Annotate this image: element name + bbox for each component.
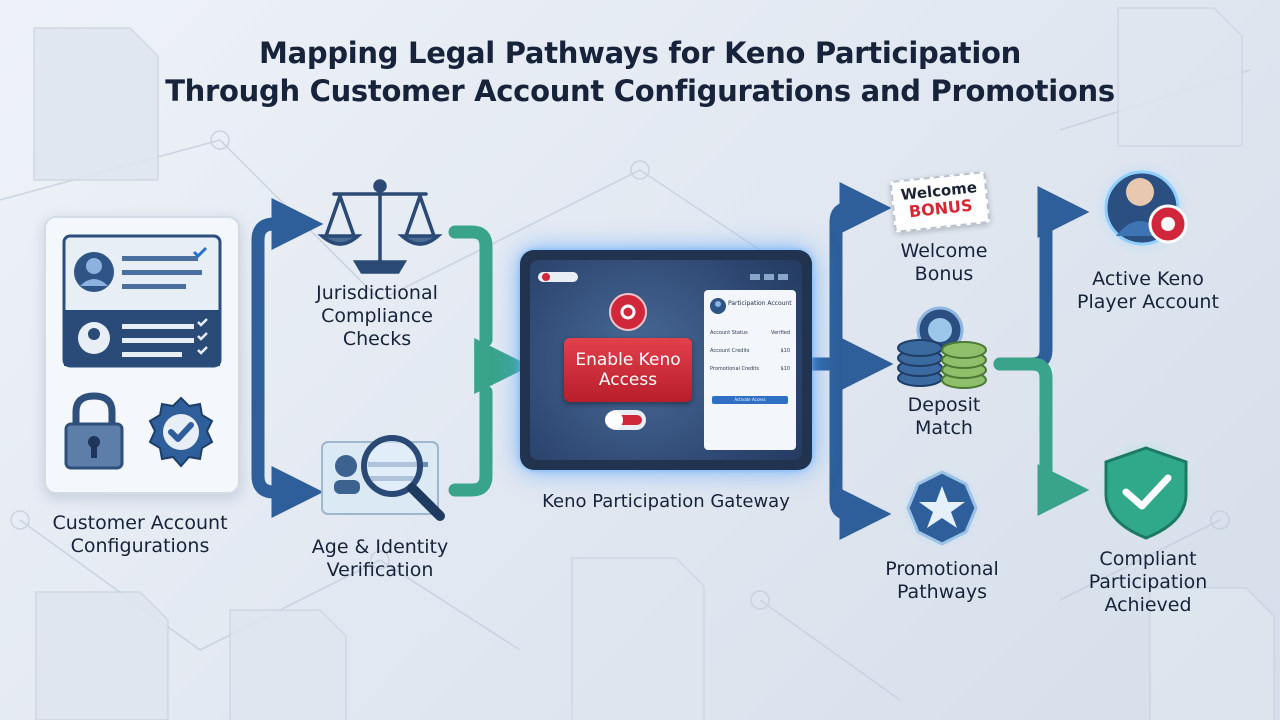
page-title: Mapping Legal Pathways for Keno Particip… <box>0 34 1280 110</box>
flow-arrows-right <box>805 182 1090 540</box>
panel-row-value: $10 <box>780 348 790 354</box>
profile-card-icon <box>62 234 222 368</box>
enable-keno-access-button[interactable]: Enable Keno Access <box>564 338 692 402</box>
tablet-screen: Enable Keno Access Participation Account… <box>530 260 802 460</box>
welcome-bonus-label: Welcome Bonus <box>900 240 988 285</box>
participation-account-panel: Participation Account Account Status Ver… <box>704 290 796 450</box>
promotional-pathways-label: Promotional Pathways <box>885 558 999 603</box>
customer-account-card <box>44 216 240 494</box>
panel-row-label: Promotional Credits <box>710 366 760 372</box>
star-badge-icon <box>902 468 982 548</box>
background-documents <box>33 7 1275 720</box>
player-keno-icon <box>1094 160 1190 256</box>
active-player-label: Active Keno Player Account <box>1077 268 1219 313</box>
padlock-icon <box>64 392 124 470</box>
panel-title: Participation Account <box>728 300 792 307</box>
screen-decor <box>538 272 788 430</box>
panel-row-value: $10 <box>780 366 790 372</box>
jurisdictional-label: Jurisdictional Compliance Checks <box>316 282 438 350</box>
ticket-card: Welcome BONUS <box>889 171 991 233</box>
magnifier-id-icon <box>321 435 445 521</box>
panel-row-label: Account Credits <box>710 348 750 354</box>
scales-icon <box>317 179 443 274</box>
avatar-icon <box>710 298 726 314</box>
keno-gateway-tablet: Enable Keno Access Participation Account… <box>520 250 812 470</box>
panel-row: Account Status Verified <box>710 330 790 336</box>
compliant-label: Compliant Participation Achieved <box>1088 548 1208 616</box>
panel-row-value: Verified <box>771 330 790 336</box>
deposit-match-label: Deposit Match <box>907 394 981 439</box>
verified-badge-icon <box>148 396 214 468</box>
panel-row: Account Credits $10 <box>710 348 790 354</box>
gateway-label: Keno Participation Gateway <box>542 491 790 512</box>
coin-stack-icon <box>897 306 987 389</box>
activate-access-button[interactable]: Activate Access <box>712 396 788 404</box>
enable-keno-access-label: Enable Keno Access <box>575 350 681 390</box>
welcome-bonus-ticket-icon: Welcome BONUS <box>886 170 992 233</box>
shield-check-icon <box>1098 440 1194 540</box>
age-identity-label: Age & Identity Verification <box>311 536 449 581</box>
title-line-2: Through Customer Account Configurations … <box>165 74 1115 108</box>
customer-account-label: Customer Account Configurations <box>52 512 228 557</box>
panel-row-label: Account Status <box>710 330 748 336</box>
panel-row: Promotional Credits $10 <box>710 366 790 372</box>
flow-arrows-left <box>229 198 531 518</box>
title-line-1: Mapping Legal Pathways for Keno Particip… <box>259 36 1021 70</box>
